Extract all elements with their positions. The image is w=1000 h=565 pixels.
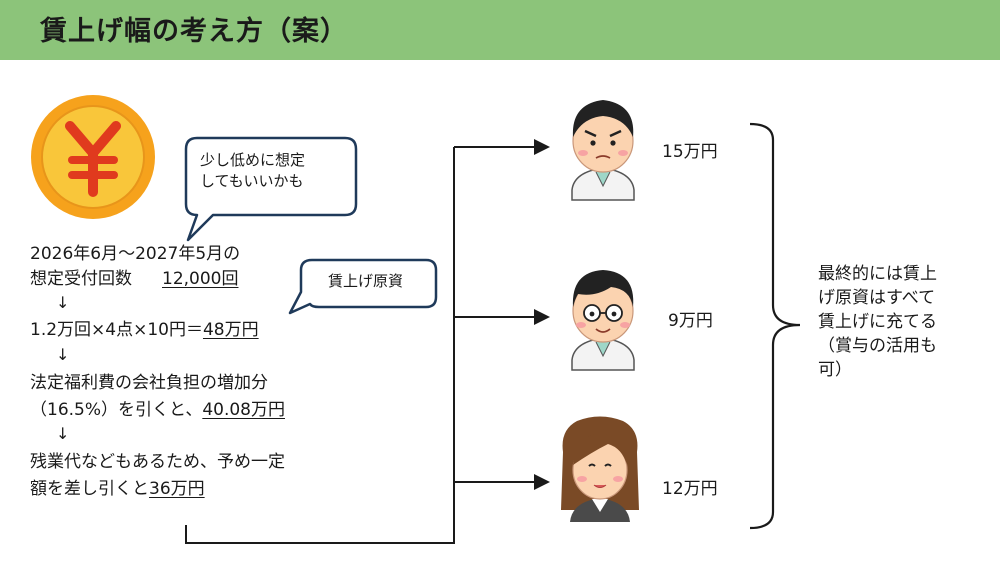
- step4-line2: 額を差し引くと36万円: [30, 477, 205, 501]
- step3-value: 40.08万円: [202, 400, 285, 420]
- step1-value: 12,000回: [162, 269, 239, 289]
- header-bar: 賃上げ幅の考え方（案）: [0, 0, 1000, 60]
- amount-person-1: 15万円: [662, 142, 718, 162]
- conclusion-line: 最終的には賃上: [818, 264, 937, 284]
- page-title: 賃上げ幅の考え方（案）: [40, 16, 348, 47]
- step3-label: （16.5%）を引くと、: [30, 400, 203, 420]
- down-arrow-1: ↓: [56, 293, 70, 312]
- step2-formula: 1.2万回×4点×10円＝: [30, 320, 203, 340]
- step1-line1: 2026年6月～2027年5月の: [30, 244, 241, 264]
- down-arrow-2: ↓: [56, 345, 70, 364]
- conclusion-line: げ原資はすべて: [818, 288, 936, 308]
- step4-value: 36万円: [149, 479, 205, 499]
- bubble-line: してもいいかも: [200, 172, 304, 190]
- bubble-line: 少し低めに想定: [200, 151, 306, 169]
- step1-label: 想定受付回数: [30, 269, 132, 289]
- speech-bubble-fund-source: [288, 258, 438, 315]
- conclusion-text: 最終的には賃上 げ原資はすべて 賃上げに充てる （賞与の活用も 可）: [818, 262, 937, 382]
- step3-line1: 法定福利費の会社負担の増加分: [30, 373, 268, 393]
- connector-lines: [185, 139, 550, 544]
- amount-person-2: 9万円: [668, 311, 713, 331]
- conclusion-line: （賞与の活用も: [818, 336, 937, 356]
- step3-line2: （16.5%）を引くと、40.08万円: [30, 398, 285, 422]
- down-arrow-3: ↓: [56, 424, 70, 443]
- step4-label: 額を差し引くと: [30, 479, 149, 499]
- male-doctor-icon: [571, 100, 635, 201]
- bubble-lower-estimate-text: 少し低めに想定 してもいいかも: [200, 150, 305, 192]
- right-brace: [749, 122, 801, 530]
- amount-person-3: 12万円: [662, 479, 718, 499]
- yen-coin-icon: [31, 95, 155, 219]
- speech-bubble-lower-estimate: [184, 136, 358, 242]
- step2-value: 48万円: [202, 320, 259, 340]
- conclusion-line: 可）: [818, 360, 852, 380]
- male-doctor-glasses-icon: [571, 270, 635, 371]
- bubble-fund-source-text: 賃上げ原資: [328, 272, 404, 290]
- step2-line: 1.2万回×4点×10円＝48万円: [30, 318, 259, 342]
- conclusion-line: 賃上げに充てる: [818, 312, 937, 332]
- female-staff-icon: [561, 416, 639, 522]
- step1-line2: 想定受付回数 12,000回: [30, 267, 238, 291]
- step4-line1: 残業代などもあるため、予め一定: [30, 452, 285, 472]
